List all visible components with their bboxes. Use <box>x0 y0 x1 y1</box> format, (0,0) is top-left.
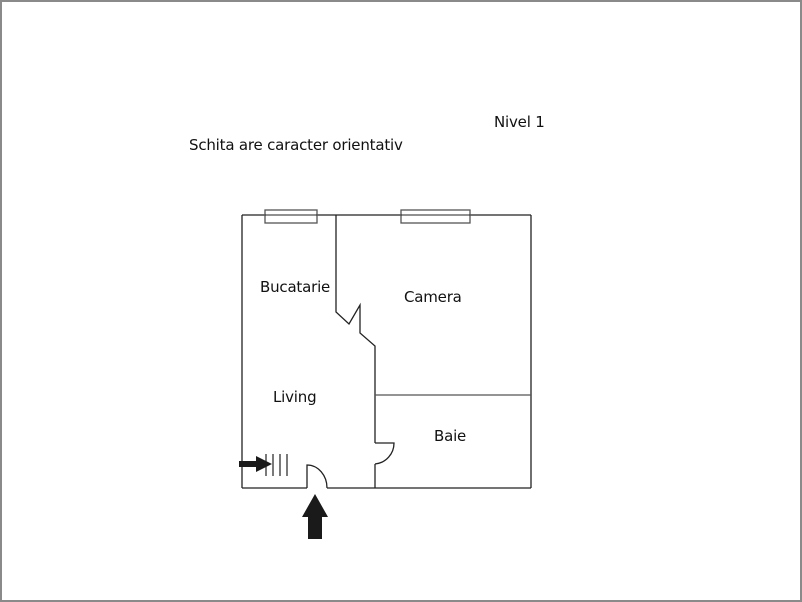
room-label-bucatarie: Bucatarie <box>260 278 331 296</box>
stairs-icon <box>265 454 288 476</box>
window-kitchen <box>264 209 318 224</box>
room-label-living: Living <box>273 388 317 406</box>
arrow-up-icon <box>302 494 328 539</box>
disclaimer-text: Schita are caracter orientativ <box>189 136 403 154</box>
bathroom-door-leaf <box>374 442 395 465</box>
room-label-camera: Camera <box>404 288 462 306</box>
entrance-door-leaf <box>306 464 328 489</box>
window-camera <box>400 209 471 224</box>
room-label-baie: Baie <box>434 427 467 445</box>
arrow-right-icon <box>239 456 272 472</box>
level-label: Nivel 1 <box>494 113 545 131</box>
partition-wall <box>335 215 376 443</box>
